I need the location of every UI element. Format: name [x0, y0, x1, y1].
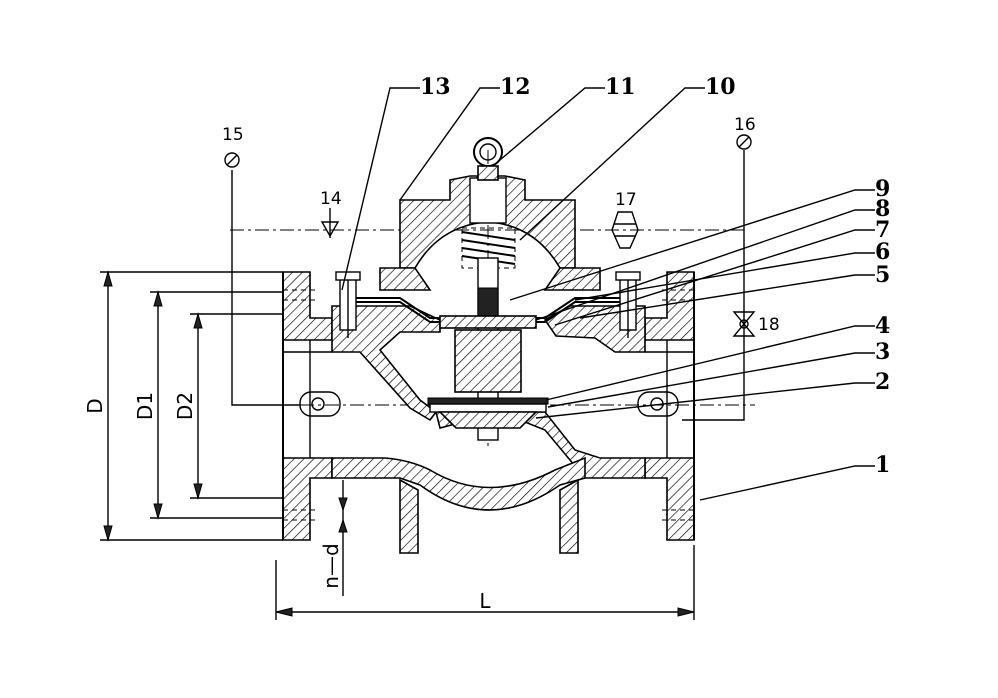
callout-8: 8: [875, 196, 890, 222]
callout-10: 10: [705, 74, 736, 100]
accessory-17: 17: [615, 190, 637, 210]
dim-n-d: n—d: [319, 543, 343, 588]
valve-16-symbol: [736, 134, 752, 150]
dim-D1: D1: [133, 392, 157, 420]
callout-2: 2: [875, 369, 890, 395]
dim-D: D: [83, 398, 107, 413]
callout-labels: 13 12 11 10 9 8 7 6 5 4 3 2 1: [420, 74, 890, 478]
callout-12: 12: [500, 74, 531, 100]
stem-guide: [469, 177, 507, 224]
valve-body: [282, 271, 695, 554]
valve-15-symbol: [224, 152, 240, 168]
callout-7: 7: [875, 217, 890, 243]
accessory-14: 14: [320, 189, 342, 209]
pressure-ports: [299, 391, 679, 417]
accessory-15: 15: [222, 125, 244, 145]
dimension-lines: [100, 270, 695, 620]
control-piping: [224, 134, 756, 421]
accessory-18: 18: [758, 315, 780, 335]
disc-assembly: [427, 329, 549, 429]
callout-5: 5: [875, 262, 890, 288]
callout-9: 9: [875, 176, 890, 202]
dim-D2: D2: [173, 392, 197, 420]
dim-L: L: [479, 589, 491, 613]
callout-1: 1: [875, 452, 890, 478]
callout-13: 13: [420, 74, 451, 100]
callout-leaders: [341, 87, 875, 501]
callout-11: 11: [605, 74, 636, 100]
callout-3: 3: [875, 339, 890, 365]
accessory-16: 16: [734, 115, 756, 135]
lifting-eye: [473, 137, 503, 181]
body-outline: [282, 272, 695, 540]
accessory-labels: 15 16 14 17 18: [222, 115, 780, 335]
bonnet: [379, 175, 601, 291]
callout-4: 4: [875, 313, 890, 339]
callout-6: 6: [875, 239, 890, 265]
dimension-labels: D D1 D2 L n—d: [83, 392, 491, 613]
